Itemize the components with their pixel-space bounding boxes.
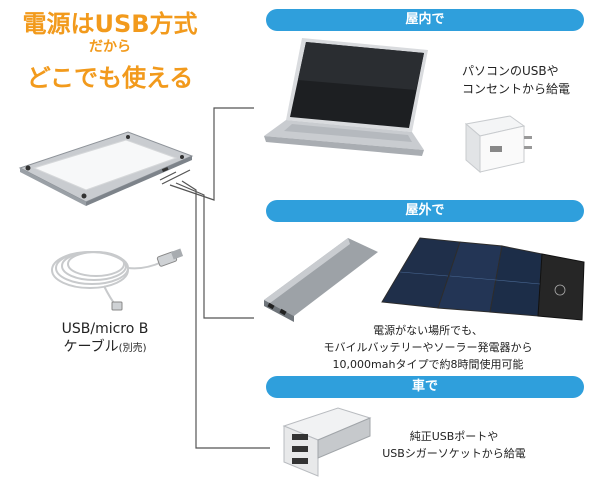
outdoor-caption: 電源がない場所でも、 モバイルバッテリーやソーラー発電器から 10,000mah… <box>318 322 538 373</box>
section-pill-indoor: 屋内で <box>266 9 584 31</box>
outdoor-caption-line-3: 10,000mahタイプで約8時間使用可能 <box>332 358 524 371</box>
mobile-battery-image <box>264 238 378 322</box>
led-pad-image <box>18 131 194 206</box>
headline-line-3: どこでも使える <box>26 64 194 92</box>
car-caption-line-1: 純正USBポートや <box>409 430 499 443</box>
car-caption-line-2: USBシガーソケットから給電 <box>382 447 526 460</box>
indoor-caption-line-2: コンセントから給電 <box>462 82 571 96</box>
cable-label: USB/micro B ケーブル(別売) <box>40 320 170 358</box>
outdoor-caption-line-1: 電源がない場所でも、 <box>373 324 483 337</box>
section-pill-car: 車で <box>266 376 584 398</box>
headline-line-1: 電源はUSB方式 <box>22 10 198 38</box>
indoor-caption-line-1: パソコンのUSBや <box>462 64 559 78</box>
car-usb-charger-image <box>282 407 372 477</box>
car-caption: 純正USBポートや USBシガーソケットから給電 <box>374 428 534 462</box>
cable-label-note: (別売) <box>118 343 147 354</box>
cable-label-line-1: USB/micro B <box>61 321 149 337</box>
laptop-image <box>264 38 428 156</box>
headline-line-2: だから <box>89 39 131 55</box>
indoor-caption: パソコンのUSBや コンセントから給電 <box>462 62 592 98</box>
cable-label-line-2: ケーブル <box>63 339 119 355</box>
solar-panel-image <box>381 237 585 321</box>
usb-ac-adapter-image <box>464 115 532 174</box>
usb-cable-image <box>51 248 184 311</box>
section-pill-outdoor: 屋外で <box>266 200 584 222</box>
outdoor-caption-line-2: モバイルバッテリーやソーラー発電器から <box>323 341 533 354</box>
